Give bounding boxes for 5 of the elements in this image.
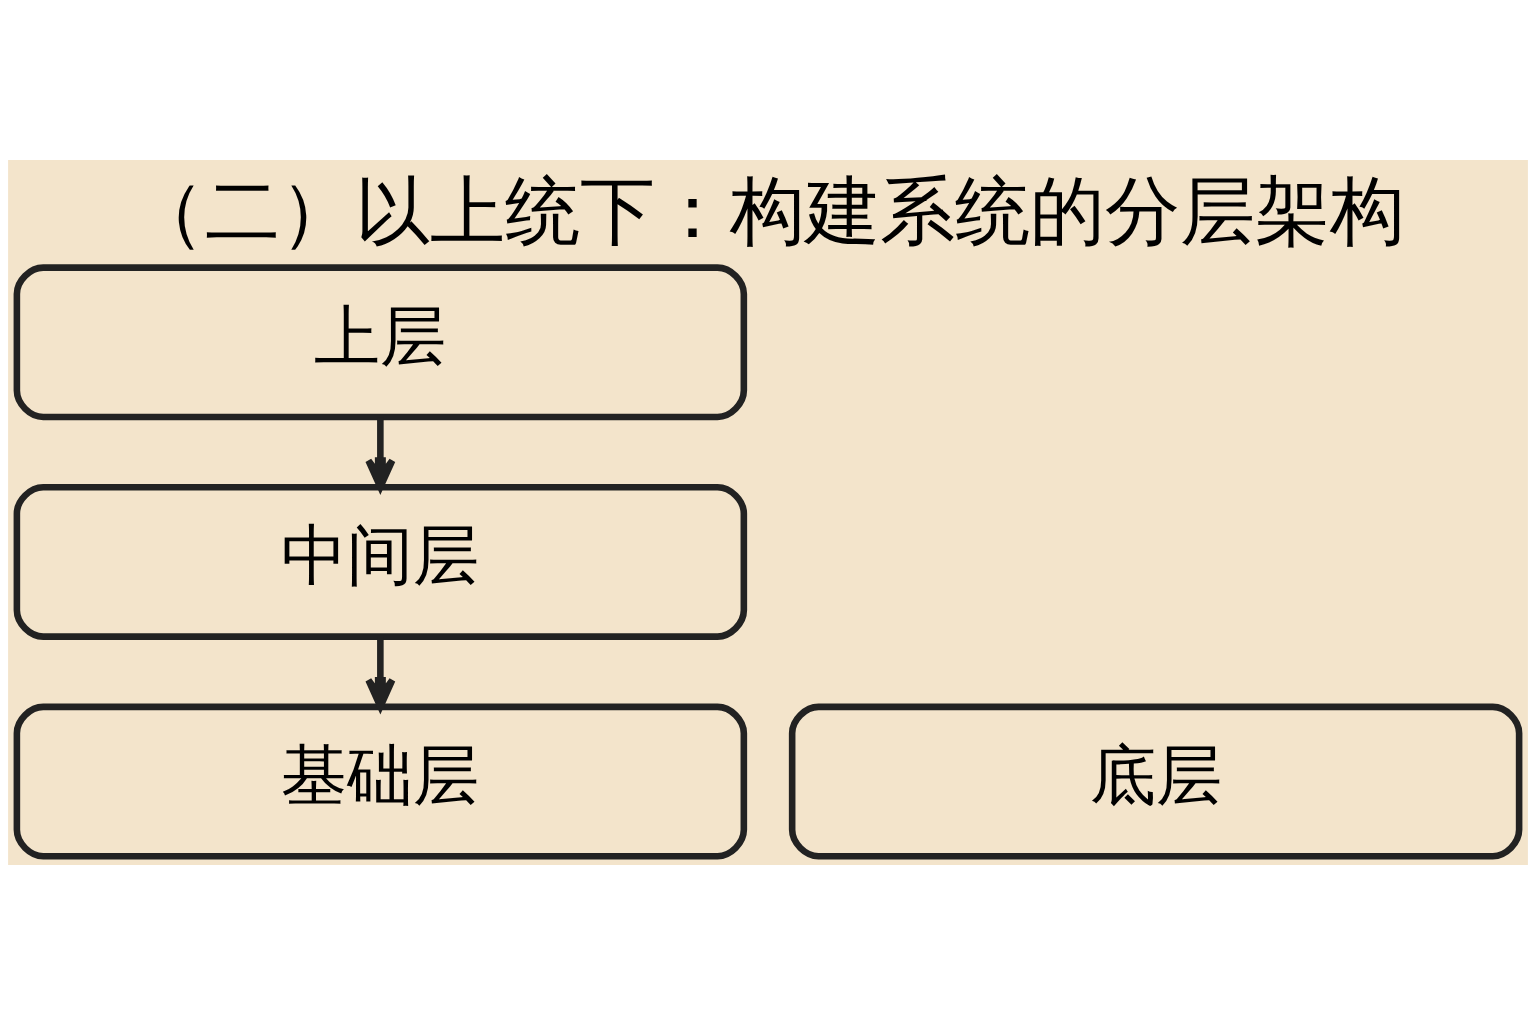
- node-box: 上层: [13, 263, 748, 420]
- node-box: 基础层: [13, 703, 748, 859]
- node-box: 中间层: [13, 483, 748, 640]
- diagram-title: （二）以上统下：构建系统的分层架构: [130, 167, 1406, 255]
- node-box: 底层: [788, 703, 1523, 859]
